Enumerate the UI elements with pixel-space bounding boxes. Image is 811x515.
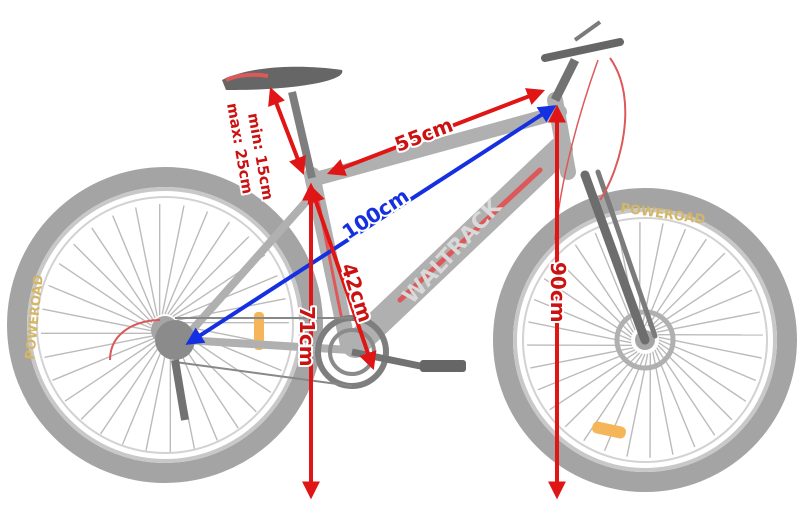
spoke [145, 341, 169, 451]
spoke [652, 269, 741, 329]
derailleur [171, 359, 189, 421]
spoke [161, 205, 185, 315]
spoke [654, 289, 753, 331]
spoke [134, 207, 158, 317]
reach-label: 100cm [338, 184, 414, 245]
seat-tube-arrow [307, 184, 377, 371]
front-height-label: 90cm [546, 262, 570, 323]
spoke [626, 353, 649, 457]
spoke [656, 311, 760, 333]
front-reflector [592, 421, 626, 439]
spoke [658, 339, 757, 382]
spoke [557, 259, 633, 336]
spoke [594, 232, 636, 331]
spoke [73, 243, 153, 324]
spoke [574, 244, 634, 333]
measurement-arrows [185, 86, 566, 500]
spoke [644, 228, 687, 327]
spoke [649, 252, 726, 328]
spoke [58, 262, 152, 326]
spoke [647, 238, 707, 327]
rear-cassette [155, 320, 195, 360]
handlebar [541, 38, 624, 62]
spoke [112, 215, 156, 319]
spoke [42, 308, 152, 332]
spoke [652, 351, 674, 455]
spoke [91, 227, 154, 321]
spoke [52, 337, 156, 381]
spoke [64, 339, 158, 402]
standover-label: 71cm [295, 306, 319, 367]
spoke [658, 336, 762, 359]
bicycle: POWEROAD POWEROAD WALTRACK [7, 20, 797, 492]
spoke [654, 349, 696, 448]
spoke [80, 340, 161, 420]
spoke [44, 335, 154, 359]
saddle [222, 66, 343, 90]
spoke [530, 347, 634, 369]
pedal [420, 360, 466, 372]
spoke [99, 341, 163, 435]
spoke [564, 352, 641, 428]
spoke [48, 284, 152, 329]
spoke [658, 342, 747, 402]
stem [550, 57, 580, 103]
spoke [121, 341, 166, 445]
frame-brand-text: WALTRACK [398, 194, 508, 309]
crank-arm [351, 348, 431, 372]
spoke [656, 347, 716, 436]
spoke [657, 344, 733, 421]
